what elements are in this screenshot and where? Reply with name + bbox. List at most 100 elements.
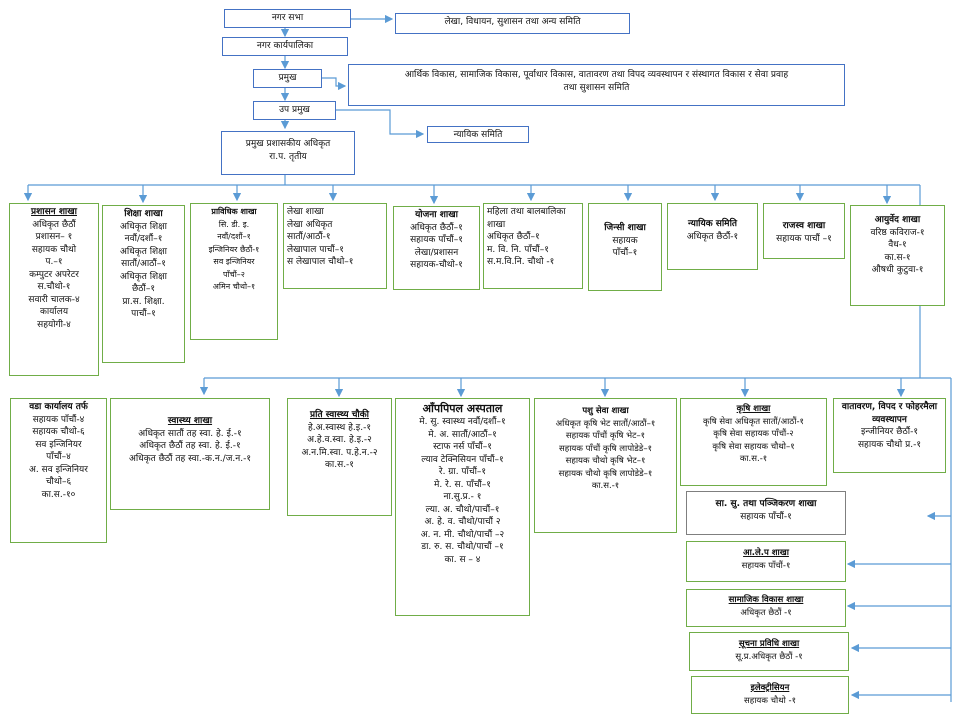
branch-title: शिक्षा शाखा (124, 209, 163, 219)
branch-krishi: कृषि शाखा कृषि सेवा अधिकृत सातौं/आठौं-१ … (680, 398, 827, 486)
branch-electrician: इलेक्ट्रीसियन सहायक चौथो -१ (691, 676, 849, 714)
branch-line: सहायक (612, 235, 638, 246)
branch-line: का. स – ४ (444, 554, 481, 565)
branch-ayurved: आयुर्वेद शाखा वरिष्ठ कविराज-१ वैध-१ का.स… (850, 205, 945, 306)
karyapalika-label: नगर कार्यपालिका (256, 41, 314, 51)
branch-line: डा. रु. स. चौथो/पाचौं –१ (421, 542, 504, 552)
branch-line: का.स.-१ (591, 481, 620, 491)
branch-line: सवारी चालक-४ (28, 294, 80, 305)
branch-line: का.स.-१ (325, 460, 354, 470)
branch-line: सहायक चौथो (31, 244, 77, 255)
branch-line: लेखा/प्रशासन (414, 247, 459, 258)
branch-lekha: लेखा शाखा लेखा अधिकृत सातौं/आठौं-१ लेखाप… (283, 203, 387, 289)
cao-box: प्रमुख प्रशासकीय अधिकृत रा.प. तृतीय (221, 131, 355, 175)
branch-line: सहायक चौथो -१ (743, 695, 797, 706)
branch-line: सहायक चौथो कृषि भेट–१ (565, 456, 646, 466)
branch-line: अ.हे.व.स्वा. हे.इ.-२ (307, 435, 372, 445)
branch-title: महिला तथा बालबालिका शाखा (487, 207, 566, 230)
branch-line: रे. ग्रा. पाँचौं–१ (438, 467, 487, 477)
branch-swasthya: स्वास्थ्य शाखा अधिकृत सातौं तह स्वा. हे.… (110, 398, 270, 510)
committee-1-label: लेखा, विधायन, सुशासन तथा अन्य समिति (444, 17, 581, 27)
branch-line: मे. सु. स्वास्थ्य नवौं/दशौं–१ (419, 417, 506, 427)
up-pramukh-box: उप प्रमुख (253, 101, 336, 120)
branch-line: सहायक चौथो प्र.-१ (857, 439, 922, 450)
branch-line: सि. डी. इ. (218, 219, 250, 229)
branch-title: पशु सेवा शाखा (582, 406, 629, 416)
branch-line: म. वि. नि. पाँचौं–१ (487, 244, 549, 255)
branch-line: का.स.-१ (739, 454, 768, 464)
nagar-karyapalika-box: नगर कार्यपालिका (222, 37, 348, 56)
branch-prashasan: प्रशासन शाखा अधिकृत छैठौं प्रशासन– १ सहा… (9, 203, 99, 376)
pramukh-box: प्रमुख (253, 69, 322, 88)
branch-title: जिन्सी शाखा (604, 223, 646, 233)
branch-line: मे. रे. स. पाँचौं–१ (434, 479, 491, 490)
branch-line: कार्यालय (39, 307, 69, 317)
branch-batabaran: वातावरण, विपद र फोहरमैला व्यवस्थापन इन्ज… (833, 398, 946, 473)
branch-line: नवौं/दशौं–१ (124, 234, 163, 244)
pramukh-label: प्रमुख (278, 73, 297, 83)
branch-line: सहायक-चौथो-१ (410, 260, 463, 270)
branch-line: अ. हे. व. चौथो/पाचौं २ (424, 517, 501, 527)
branch-title: सामाजिक विकास शाखा (728, 595, 804, 605)
branch-line: इन्जीनियर छैठौं-१ (861, 427, 918, 437)
branch-rajaswa: राजस्व शाखा सहायक पाचौं –१ (763, 203, 845, 259)
branch-line: अधिकृत छैठौं तह स्वा.-क.न./ज.न.-१ (128, 453, 252, 464)
branch-line: ना.सु.प्र.- १ (443, 492, 482, 502)
branch-title: वातावरण, विपद र फोहरमैला व्यवस्थापन (841, 402, 938, 425)
branch-nyayik-samiti: न्यायिक समिति अधिकृत छैठौं-१ (667, 203, 758, 270)
nagar-sabha-box: नगर सभा (224, 9, 351, 28)
branch-line: अधिकृत छैठौं-१ (686, 231, 739, 242)
branch-line: अधिकृत छैठौं–१ (487, 232, 540, 242)
branch-line: स लेखापाल चौथो–१ (287, 257, 354, 267)
up-pramukh-label: उप प्रमुख (279, 105, 310, 115)
branch-line: सहायक चौथो-६ (32, 427, 85, 437)
branch-aa-le-pa: आ.ले.प शाखा सहायक पाँचौं-१ (686, 541, 846, 582)
branch-line: सहायक पाचौं –१ (776, 233, 832, 244)
branch-line: पाँचौं–४ (46, 452, 71, 462)
branch-line: अधिकृत छैठौं (32, 219, 76, 230)
branch-line: सव इन्जिनियर (213, 257, 255, 266)
branch-line: सव इन्जिनियर (35, 439, 82, 450)
branch-title: प्रति स्वास्थ्य चौकी (310, 410, 369, 420)
nagar-sabha-label: नगर सभा (271, 13, 304, 23)
branch-line: अधिकृत शिक्षा (120, 246, 167, 257)
branch-line: अधिकृत छैठौं–१ (410, 222, 463, 233)
branch-line: सहायक पाँचौं कृषि भेट–१ (565, 431, 646, 441)
branch-title: राजस्व शाखा (782, 221, 826, 231)
branch-line: का.स-१ (884, 252, 911, 263)
branch-line: मे. अ. सातौं/आठौं–१ (428, 429, 497, 440)
branch-line: प.–१ (45, 257, 63, 267)
branch-line: ल्या. अ. चौथो/पाचौं–१ (425, 504, 500, 515)
branch-sa-su-panjikaran: सा. सु. तथा पञ्जिकरण शाखा सहायक पाँचौं-१ (686, 491, 846, 535)
branch-title: आयुर्वेद शाखा (874, 215, 921, 225)
branch-line: इन्जिनियर छैठौं-१ (208, 244, 260, 254)
branch-title: सा. सु. तथा पञ्जिकरण शाखा (715, 499, 817, 509)
committee-box-1: लेखा, विधायन, सुशासन तथा अन्य समिति (395, 13, 630, 34)
branch-line: सहयोगी-४ (37, 319, 71, 330)
branch-title: प्राविधिक शाखा (211, 207, 257, 216)
branch-line: पाँचौं–१ (612, 248, 638, 258)
branch-line: कृषि सेवा सहायक चौथो–१ (712, 441, 795, 452)
branch-line: अधिकृत छैठौं -१ (740, 607, 792, 618)
branch-line: अधिकृत शिक्षा (120, 271, 167, 282)
branch-title: कृषि शाखा (736, 404, 771, 414)
committee-2-line-1: आर्थिक विकास, सामाजिक विकास, पूर्वाधार व… (404, 70, 789, 80)
branch-line: सहायक पाँचौं–१ (410, 235, 463, 245)
branch-title: आ.ले.प शाखा (743, 548, 789, 558)
branch-title: आँपपिपल अस्पताल (422, 402, 503, 415)
branch-line: हे.अ.स्वास्थ हे.इ.-१ (308, 422, 371, 433)
branch-line: सहायक पाँचौं-१ (740, 511, 792, 522)
branch-line: अ.न.मि.स्वा. प.हे.न.-२ (301, 447, 378, 458)
branch-shiksha: शिक्षा शाखा अधिकृत शिक्षा नवौं/दशौं–१ अध… (102, 205, 185, 363)
branch-line: अधिकृत सातौं तह स्वा. हे. ई.-१ (138, 428, 242, 439)
branch-title: योजना शाखा (415, 210, 458, 220)
branch-line: अधिकृत शिक्षा (120, 221, 167, 232)
branch-line: का.स.-१० (41, 489, 76, 500)
branch-line: स्टाफ नर्स पाँचौं–१ (433, 442, 492, 452)
branch-line: सहायक पाँचौं कृषि लापोडेडे–१ (558, 443, 653, 454)
branch-title: प्रशासन शाखा (31, 207, 77, 217)
branch-line: औषधी कुटुवा-१ (871, 265, 924, 275)
branch-aanpipal-hospital: आँपपिपल अस्पताल मे. सु. स्वास्थ्य नवौं/द… (395, 398, 530, 616)
branch-line: लेखापाल पाचौं–१ (287, 244, 344, 255)
branch-line: पाचौं–१ (131, 309, 156, 319)
